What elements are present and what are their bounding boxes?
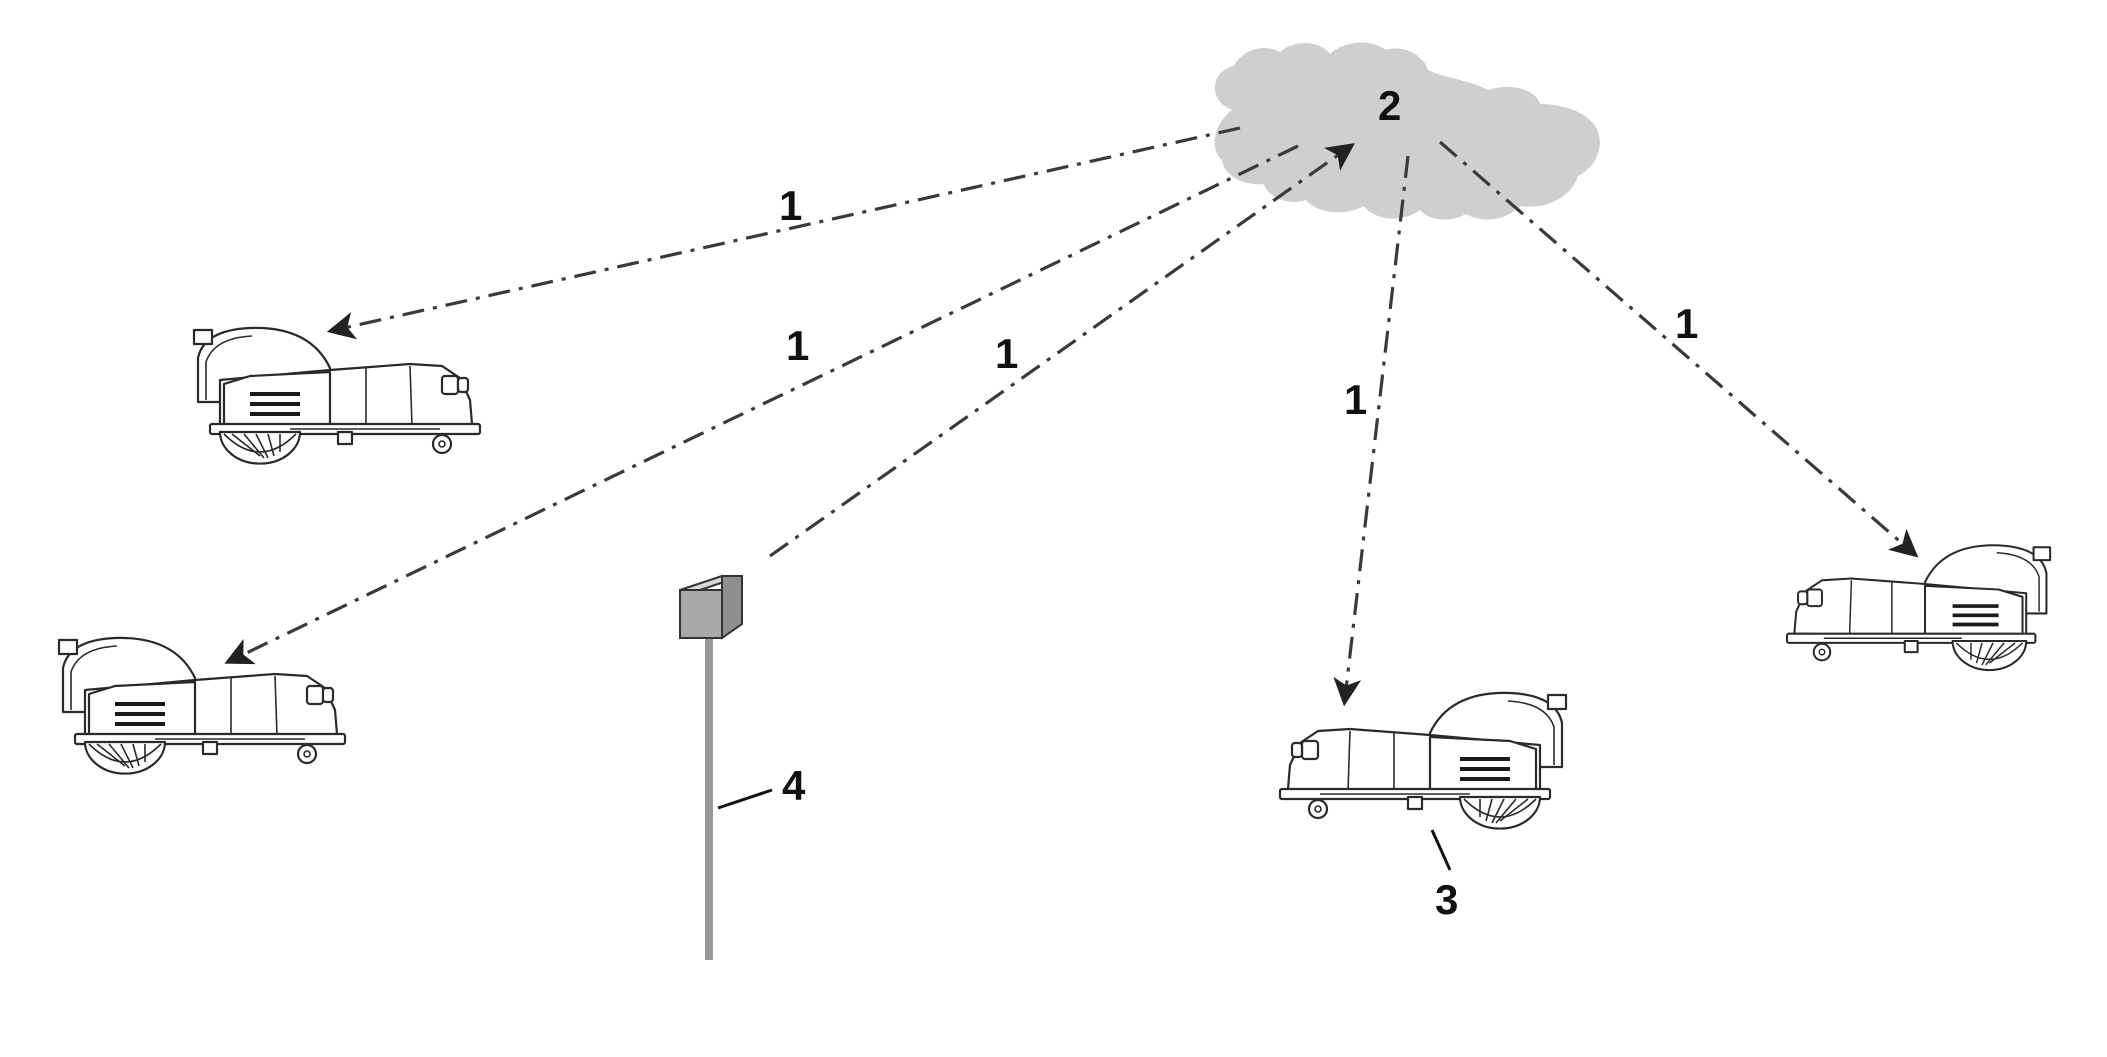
link-label: 1 (1344, 376, 1367, 423)
mower-leader-line (1430, 829, 1452, 871)
robotic-lawnmower-icon (57, 635, 347, 776)
robotic-lawnmower-icon (1785, 543, 2052, 672)
link-line-mower-right (1438, 140, 1919, 558)
link-line-mower-left (224, 144, 1299, 665)
reference-station-icon (679, 575, 743, 960)
cloud-icon (1214, 42, 1600, 220)
cloud-label: 2 (1378, 82, 1401, 129)
robotic-lawnmower-icon (192, 325, 482, 466)
link-line-mower-center (1333, 155, 1410, 707)
station-label: 4 (782, 762, 806, 809)
link-label: 1 (786, 322, 809, 369)
link-label: 1 (779, 182, 802, 229)
robotic-lawnmower-icon (1278, 690, 1568, 831)
link-label: 1 (995, 330, 1018, 377)
link-line-station (769, 143, 1355, 558)
station-leader-line (717, 788, 773, 810)
link-label: 1 (1675, 300, 1698, 347)
link-line-mower-top-left (326, 126, 1241, 340)
mower-label: 3 (1435, 876, 1458, 923)
